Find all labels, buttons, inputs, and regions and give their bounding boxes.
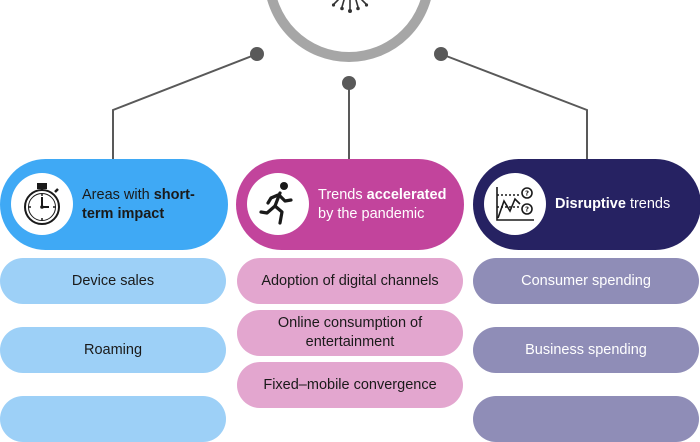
connector-dot-left xyxy=(250,47,264,61)
connector-dot-right xyxy=(434,47,448,61)
svg-text:?: ? xyxy=(525,206,529,214)
card-digital-channels: Adoption of digital channels xyxy=(237,258,463,304)
card-consumer-spending: Consumer spending xyxy=(473,258,699,304)
connector-left xyxy=(112,53,258,160)
card-fixed-mobile-convergence: Fixed–mobile convergence xyxy=(237,362,463,408)
card-column1-third xyxy=(0,396,226,442)
trend-chart-icon: ? ? xyxy=(496,187,534,221)
card-device-sales: Device sales xyxy=(0,258,226,304)
header-icon-circle xyxy=(11,173,73,235)
header-label: Trends accelerated by the pandemic xyxy=(318,186,447,222)
header-icon-circle xyxy=(247,173,309,235)
svg-text:?: ? xyxy=(525,190,529,198)
running-person-icon xyxy=(259,182,293,225)
header-disruptive-trends: ? ? Disruptive trends xyxy=(473,159,700,250)
card-business-spending: Business spending xyxy=(473,327,699,373)
virus-icon xyxy=(331,0,369,13)
header-label: Disruptive trends xyxy=(555,196,671,212)
header-label: Areas with short-term impact xyxy=(82,186,195,222)
stopwatch-icon xyxy=(24,183,60,225)
connector-right xyxy=(440,53,588,160)
card-online-entertainment: Online consumption of entertainment xyxy=(237,310,463,356)
card-column3-third xyxy=(473,396,699,442)
connector-dot-center xyxy=(342,76,356,90)
connector-lines xyxy=(112,47,588,160)
header-accelerated-trends: Trends accelerated by the pandemic xyxy=(236,159,464,250)
header-short-term-impact: Areas with short-term impact xyxy=(0,159,228,250)
header-icon-circle: ? ? xyxy=(484,173,546,235)
card-roaming: Roaming xyxy=(0,327,226,373)
